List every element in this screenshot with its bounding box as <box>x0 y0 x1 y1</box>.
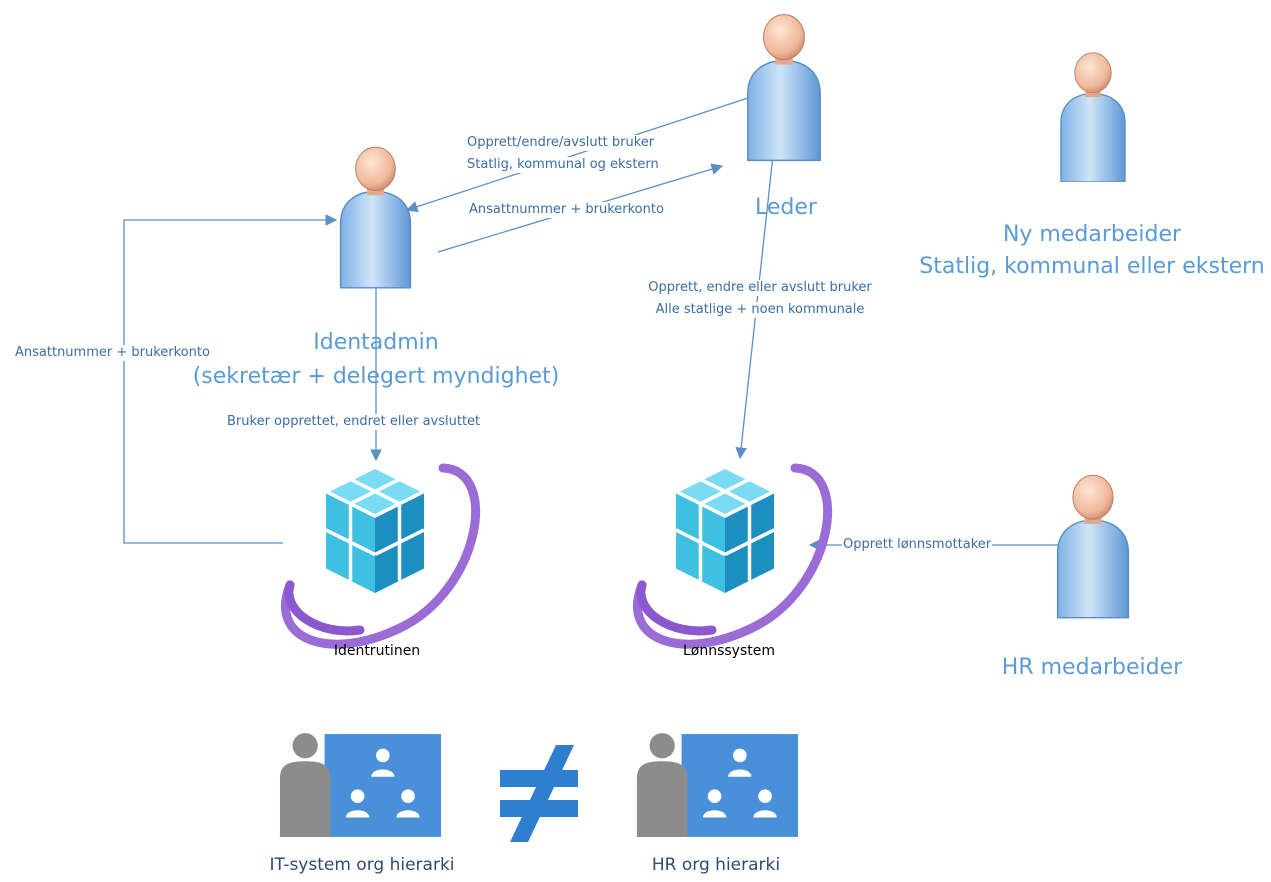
hr-org-chart-icon <box>636 733 799 837</box>
identrutinen-system-icon <box>281 463 480 649</box>
leder-name: Leder <box>755 195 817 220</box>
ny-medarbeider-person-icon <box>1060 52 1126 182</box>
flow-label-leder-to-lonnssystem-line2: Alle statlige + noen kommunale <box>654 302 866 318</box>
not-equal-icon <box>500 745 578 842</box>
ny-medarbeider-name-line1: Ny medarbeider <box>1002 222 1182 247</box>
flow-label-hr-to-lonnssystem: Opprett lønnsmottaker <box>842 537 993 553</box>
flow-label-identadmin-to-leder: Ansattnummer + brukerkonto <box>468 202 665 218</box>
flow-label-leder-to-identadmin-line2: Statlig, kommunal og ekstern <box>466 157 660 173</box>
lonnssystem-label: Lønnssystem <box>682 643 776 659</box>
identadmin-person-icon <box>339 146 412 289</box>
identadmin-name-line2: (sekretær + delegert myndighet) <box>192 364 560 389</box>
it-org-chart-icon <box>279 733 442 837</box>
hr-medarbeider-person-icon <box>1056 474 1130 619</box>
leder-person-icon <box>747 13 821 162</box>
connector-leder-to-identadmin <box>405 97 749 213</box>
identrutinen-label: Identrutinen <box>333 643 421 659</box>
flow-label-identrutinen-to-identadmin: Ansattnummer + brukerkonto <box>14 345 211 361</box>
connector-leder-to-lonnssystem <box>735 136 776 460</box>
it-hierarchy-caption: IT-system org hierarki <box>269 855 455 875</box>
flow-label-leder-to-identadmin-line1: Opprett/endre/avslutt bruker <box>466 135 656 151</box>
connector-identrutinen-to-identadmin <box>123 214 338 544</box>
hr-medarbeider-name: HR medarbeider <box>1001 655 1183 680</box>
ny-medarbeider-name-line2: Statlig, kommunal eller ekstern <box>919 254 1265 279</box>
flow-label-leder-to-lonnssystem-line1: Opprett, endre eller avslutt bruker <box>647 280 873 296</box>
identadmin-name-line1: Identadmin <box>313 330 439 355</box>
lonnssystem-system-icon <box>633 463 832 649</box>
flow-label-identadmin-to-identrutinen: Bruker opprettet, endret eller avsluttet <box>226 414 482 430</box>
hr-hierarchy-caption: HR org hierarki <box>651 855 781 875</box>
